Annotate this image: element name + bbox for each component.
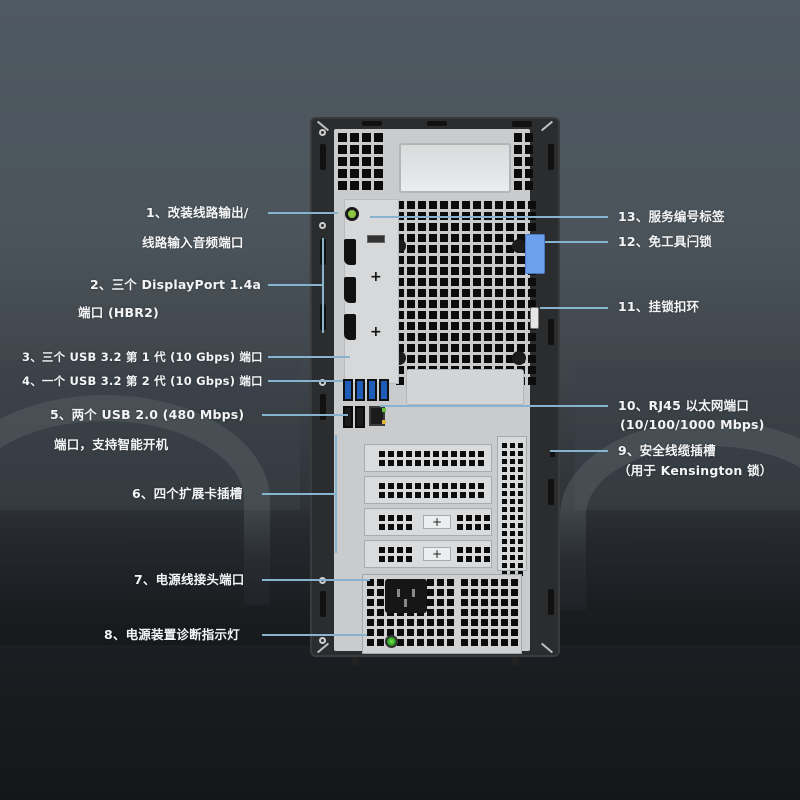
displayport-3[interactable] xyxy=(344,314,356,340)
expansion-slot-3[interactable]: + xyxy=(364,508,492,536)
frame-corner xyxy=(540,120,554,132)
callout-9-line1: 9、安全线缆插槽 xyxy=(618,443,716,458)
power-supply-unit xyxy=(362,574,522,654)
padlock-loop[interactable] xyxy=(530,307,539,329)
blank-cover-plate xyxy=(406,369,524,405)
frame-slot xyxy=(548,479,554,505)
callout-2-line2: 端口 (HBR2) xyxy=(78,305,159,320)
usb-3-2-gen1-port[interactable] xyxy=(367,379,377,401)
callout-4: 4、一个 USB 3.2 第 2 代 (10 Gbps) 端口 xyxy=(22,374,263,388)
pc-chassis-rear: + + + xyxy=(310,117,560,665)
slot-vent xyxy=(379,515,412,530)
callout-10-line2: (10/100/1000 Mbps) xyxy=(620,417,765,432)
usb-2-0-port[interactable] xyxy=(343,406,353,428)
fan-screw xyxy=(512,239,526,253)
rj45-ethernet-port[interactable] xyxy=(369,406,386,426)
leader-line-2-bracket xyxy=(322,238,324,333)
psu-vent-right xyxy=(461,579,518,646)
callout-6: 6、四个扩展卡插槽 xyxy=(132,486,243,501)
leader-line-6-bracket xyxy=(335,435,337,553)
audio-jack-port[interactable] xyxy=(345,207,359,221)
slot-plus-icon: + xyxy=(423,515,451,529)
rear-panel-plate: + + + xyxy=(334,129,536,654)
callout-7: 7、电源线接头端口 xyxy=(134,572,245,587)
callout-9-line2: （用于 Kensington 锁） xyxy=(618,463,773,478)
leader-line-7 xyxy=(262,579,370,581)
chassis-foot xyxy=(512,657,518,665)
slot-vent xyxy=(379,547,412,562)
usb-2-0-port[interactable] xyxy=(355,406,365,428)
slot-vent xyxy=(457,547,490,562)
displayport-2[interactable] xyxy=(344,277,356,303)
leader-line-13 xyxy=(370,216,608,218)
slot-vent xyxy=(379,483,484,498)
callout-10-line1: 10、RJ45 以太网端口 xyxy=(618,398,750,413)
background-city-right xyxy=(575,360,800,510)
slot-vent xyxy=(379,451,484,466)
frame-top-slot xyxy=(427,121,447,126)
plus-marker-icon: + xyxy=(370,324,382,340)
frame-slot xyxy=(548,144,554,170)
frame-hole xyxy=(319,222,326,229)
usb-3-2-gen1-port[interactable] xyxy=(355,379,365,401)
usb-3-2-gen1-port[interactable] xyxy=(379,379,389,401)
callout-5-line1: 5、两个 USB 2.0 (480 Mbps) xyxy=(50,407,245,422)
callout-1-line1: 1、改装线路输出/ xyxy=(146,205,249,220)
link-led-icon xyxy=(382,408,386,412)
frame-slot xyxy=(320,394,326,420)
leader-line-2 xyxy=(268,284,323,286)
plus-marker-icon: + xyxy=(370,269,382,285)
callout-1-line2: 线路输入音频端口 xyxy=(142,235,244,250)
slot-plus-icon: + xyxy=(423,547,451,561)
frame-slot xyxy=(548,319,554,345)
frame-hole xyxy=(319,129,326,136)
expansion-slot-1[interactable] xyxy=(364,444,492,472)
leader-line-5 xyxy=(262,414,348,416)
tool-less-latch[interactable] xyxy=(525,234,545,274)
expansion-slot-2[interactable] xyxy=(364,476,492,504)
activity-led-icon xyxy=(382,420,386,424)
leader-line-8 xyxy=(262,634,367,636)
callout-2-line1: 2、三个 DisplayPort 1.4a xyxy=(90,277,262,292)
side-vent-bracket xyxy=(497,436,527,576)
security-cable-slot[interactable] xyxy=(550,450,555,457)
psu-diagnostic-led xyxy=(385,635,398,648)
callout-3: 3、三个 USB 3.2 第 1 代 (10 Gbps) 端口 xyxy=(22,350,263,364)
frame-slot xyxy=(320,144,326,170)
callout-11: 11、挂锁扣环 xyxy=(618,299,700,314)
leader-line-3 xyxy=(268,356,350,358)
chassis-foot xyxy=(352,657,358,665)
slot-vent xyxy=(457,515,490,530)
bracket-vent xyxy=(502,443,523,576)
usb-3-2-gen2-port[interactable] xyxy=(343,379,353,401)
leader-line-11 xyxy=(540,307,608,309)
callout-5-line2: 端口，支持智能开机 xyxy=(54,437,169,452)
callout-13: 13、服务编号标签 xyxy=(618,209,725,224)
callout-8: 8、电源装置诊断指示灯 xyxy=(104,627,240,642)
leader-line-1 xyxy=(268,212,338,214)
callout-12: 12、免工具闩锁 xyxy=(618,234,712,249)
frame-top-slot xyxy=(362,121,382,126)
frame-slot xyxy=(548,589,554,615)
leader-line-9 xyxy=(550,450,608,452)
frame-corner xyxy=(316,642,330,654)
service-tag-label xyxy=(367,235,385,243)
frame-hole xyxy=(319,637,326,644)
power-connector-port[interactable] xyxy=(385,579,427,613)
frame-corner xyxy=(540,642,554,654)
leader-line-4 xyxy=(268,380,343,382)
leader-line-12 xyxy=(545,241,608,243)
vent-top-right xyxy=(514,133,533,190)
expansion-slot-4[interactable]: + xyxy=(364,540,492,568)
displayport-1[interactable] xyxy=(344,239,356,265)
vent-top-left xyxy=(338,133,383,190)
frame-slot xyxy=(320,591,326,617)
leader-line-10 xyxy=(380,405,608,407)
fan-screw xyxy=(512,351,526,365)
leader-line-6 xyxy=(262,493,337,495)
top-handle xyxy=(399,143,511,193)
frame-top-slot xyxy=(512,121,532,127)
